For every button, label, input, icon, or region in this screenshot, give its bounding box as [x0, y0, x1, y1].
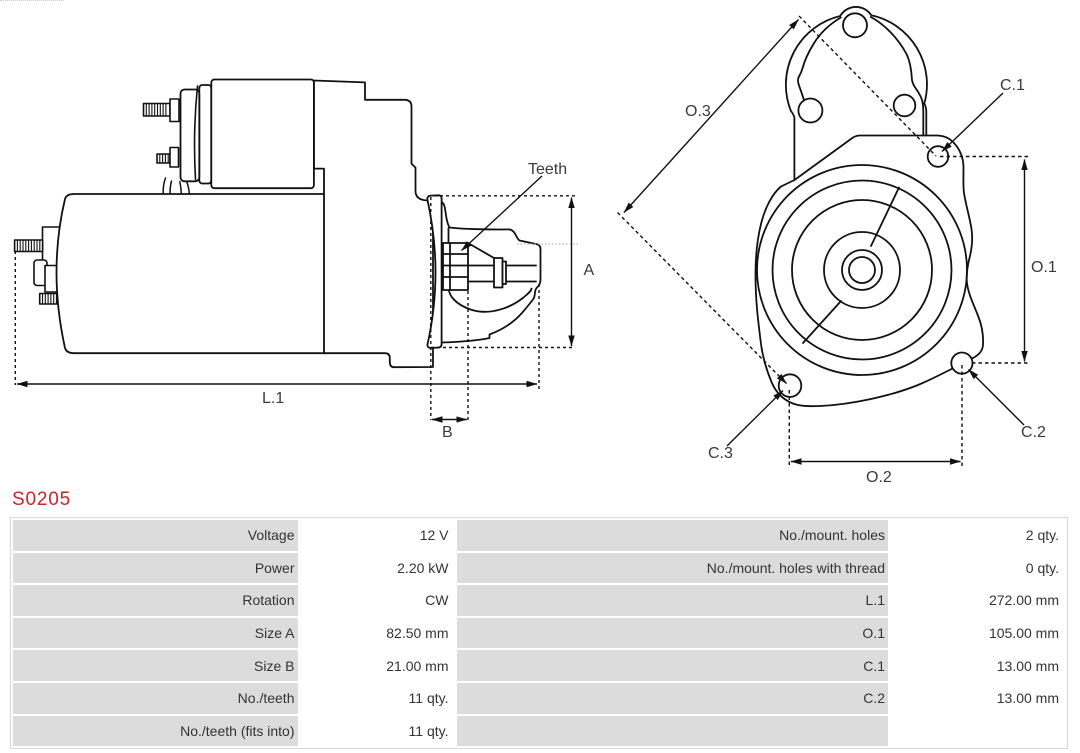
- svg-text:C.1: C.1: [1000, 77, 1025, 94]
- svg-text:O.3: O.3: [685, 103, 711, 120]
- svg-text:Teeth: Teeth: [528, 161, 567, 178]
- svg-text:A: A: [584, 262, 595, 279]
- svg-text:C.2: C.2: [1021, 424, 1046, 441]
- svg-text:B: B: [442, 424, 453, 441]
- svg-text:C.3: C.3: [708, 445, 733, 462]
- svg-text:O.1: O.1: [1031, 259, 1057, 276]
- svg-text:O.2: O.2: [866, 469, 892, 486]
- svg-text:L.1: L.1: [262, 390, 284, 407]
